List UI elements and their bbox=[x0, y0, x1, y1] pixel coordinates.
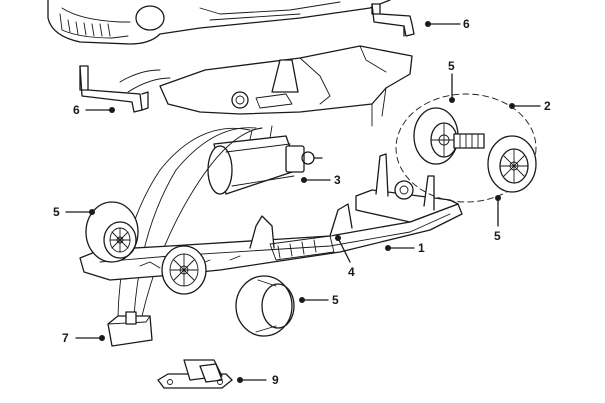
callout-3: 3 bbox=[334, 173, 341, 187]
guide-part-7 bbox=[107, 311, 153, 347]
part-9-plate bbox=[157, 359, 233, 389]
callout-5-tire: 5 bbox=[332, 293, 339, 307]
wheel-left-front bbox=[161, 245, 207, 295]
callout-5-top: 5 bbox=[448, 59, 455, 73]
rear-axle-assembly-part-2 bbox=[395, 93, 537, 203]
bracket-part-6-lower bbox=[79, 65, 149, 113]
callout-7: 7 bbox=[62, 331, 69, 345]
callout-2: 2 bbox=[544, 99, 551, 113]
callout-9: 9 bbox=[272, 373, 279, 387]
motor-part-3 bbox=[207, 125, 323, 195]
callout-5-right: 5 bbox=[494, 229, 501, 243]
tire-part-5 bbox=[235, 275, 295, 337]
chassis-top-plate bbox=[119, 45, 413, 127]
callout-6-upper: 6 bbox=[463, 17, 470, 31]
bracket-part-6-upper bbox=[371, 3, 415, 37]
wheel-left-rear bbox=[85, 201, 139, 263]
leader-lines bbox=[65, 21, 541, 383]
callout-1: 1 bbox=[418, 241, 425, 255]
car-body-shell bbox=[47, 0, 391, 45]
callout-4: 4 bbox=[348, 265, 355, 279]
callout-6-lower: 6 bbox=[73, 103, 80, 117]
callout-5-left: 5 bbox=[53, 205, 60, 219]
